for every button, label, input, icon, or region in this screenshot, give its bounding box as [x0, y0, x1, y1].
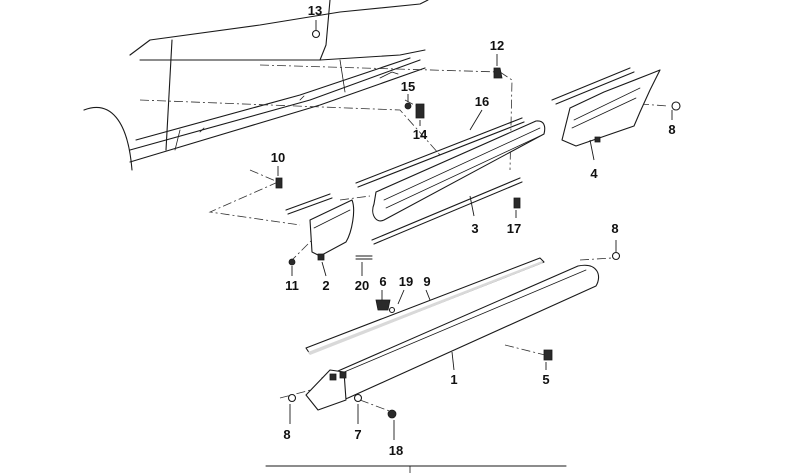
callout-15: 15: [401, 79, 415, 94]
fasteners: [275, 29, 681, 419]
part-4-rear-panel: [551, 67, 661, 147]
callout-8-middle: 8: [611, 221, 618, 236]
part-3-door-molding: [355, 117, 546, 245]
callout-10: 10: [271, 150, 285, 165]
callout-8-right: 8: [668, 122, 675, 137]
callout-6: 6: [379, 274, 386, 289]
callout-9: 9: [423, 274, 430, 289]
part-1-sill: [305, 257, 600, 411]
callout-16: 16: [475, 94, 489, 109]
callout-13: 13: [308, 3, 322, 18]
callout-4: 4: [590, 166, 598, 181]
callout-3: 3: [471, 221, 478, 236]
callout-20: 20: [355, 278, 369, 293]
callout-19: 19: [399, 274, 413, 289]
callout-5: 5: [542, 372, 549, 387]
assembly-lines: [139, 64, 669, 413]
callout-14: 14: [413, 127, 428, 142]
car-body-outline: [83, 0, 429, 171]
callout-17: 17: [507, 221, 521, 236]
part-2-front-panel: [285, 193, 355, 261]
callout-7: 7: [354, 427, 361, 442]
callout-11: 11: [285, 278, 299, 293]
callout-labels: 13 12 15 16 14 8 10 4 3 17 8 11 2 20 6 1…: [271, 3, 676, 458]
callout-12: 12: [490, 38, 504, 53]
callout-1: 1: [450, 372, 457, 387]
callout-2: 2: [322, 278, 329, 293]
callout-8-left: 8: [283, 427, 290, 442]
callout-18: 18: [389, 443, 403, 458]
part-20-strip: [355, 255, 373, 260]
leader-lines: [277, 20, 673, 440]
baseline: [265, 465, 567, 473]
